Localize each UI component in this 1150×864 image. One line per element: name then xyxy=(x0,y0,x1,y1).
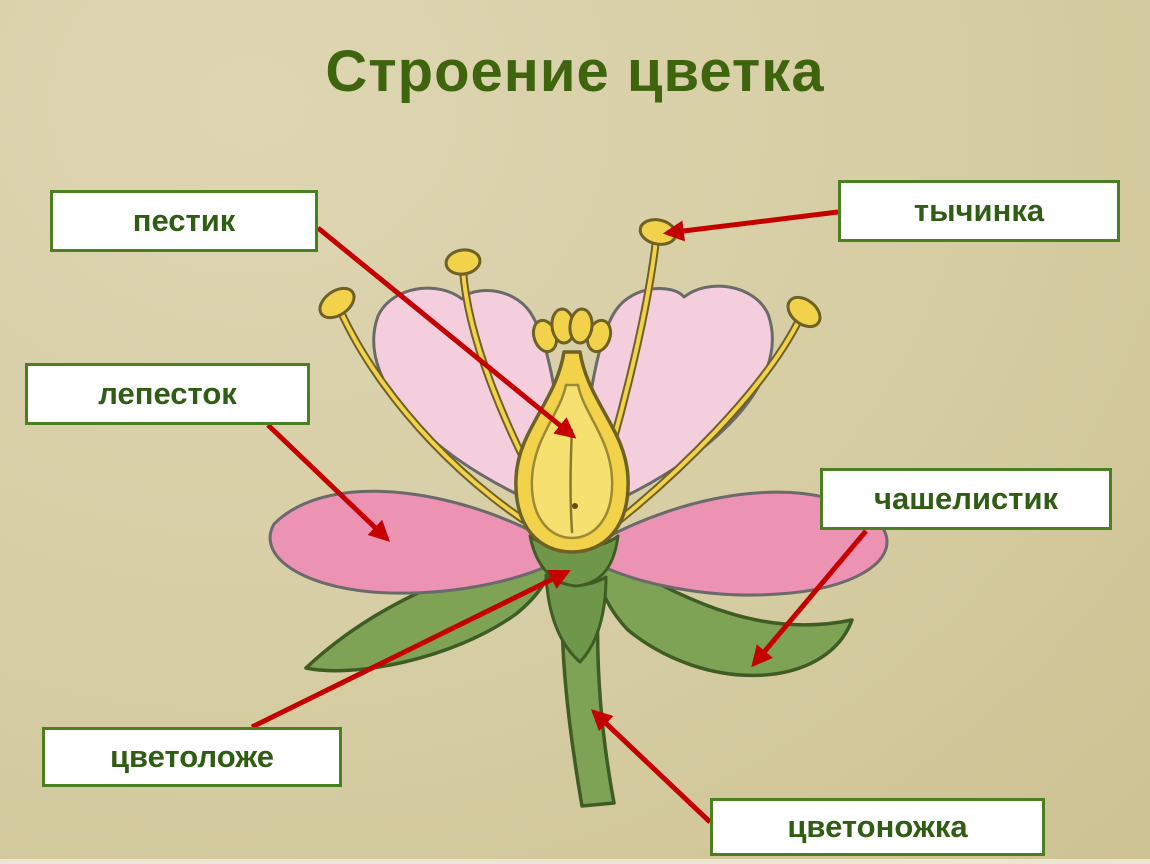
arrow-lepestok xyxy=(266,423,391,542)
arrow-tsvetolozhe xyxy=(250,569,571,730)
petal-upper-right xyxy=(578,284,774,514)
label-pedicel: цветоножка xyxy=(710,798,1045,856)
stigma-lobe xyxy=(568,307,594,345)
diagram-title: Строение цветка xyxy=(325,39,825,104)
label-petal: лепесток xyxy=(25,363,310,425)
petal-lower-left xyxy=(268,489,564,595)
sepal-right xyxy=(592,548,854,677)
label-stamen: тычинка xyxy=(838,180,1120,242)
pistil xyxy=(514,307,630,554)
pointer-arrows xyxy=(250,209,868,824)
arrow-tychinka xyxy=(662,209,839,242)
label-receptacle: цветоложе xyxy=(42,727,342,787)
arrow-tsvetonozhka xyxy=(590,709,712,824)
label-sepal: чашелистик xyxy=(820,468,1112,530)
label-pistil: пестик xyxy=(50,190,318,252)
arrow-chashelistik xyxy=(751,529,868,668)
arrow-pestik xyxy=(316,226,577,439)
petal-lower-right xyxy=(586,490,889,597)
